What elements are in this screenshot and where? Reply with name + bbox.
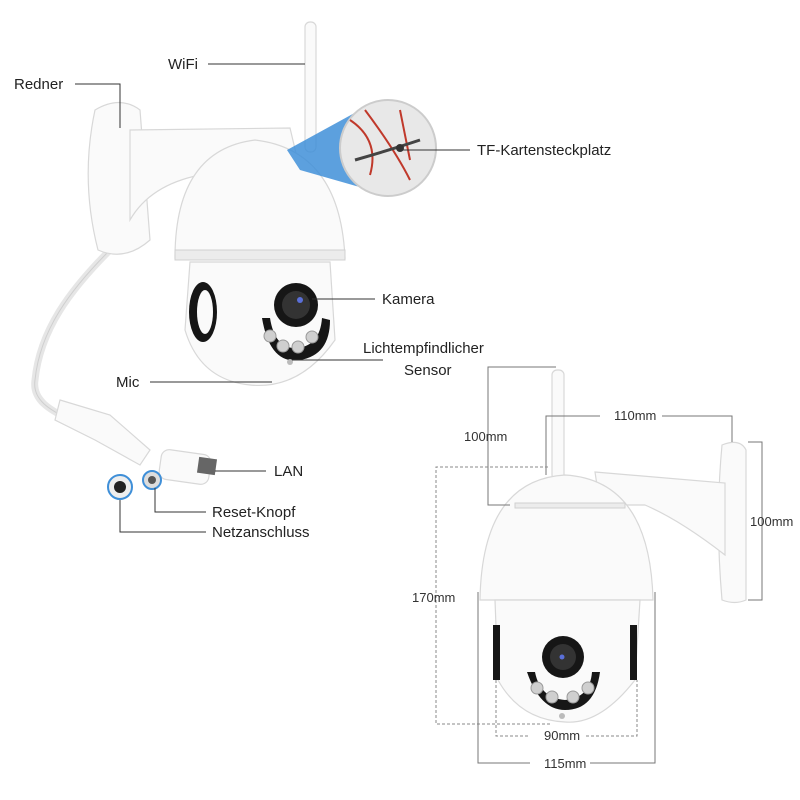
dim-inner-width: 90mm <box>544 728 580 743</box>
dim-antenna-height: 100mm <box>464 429 507 444</box>
power-cable <box>31 247 113 424</box>
label-light-sensor-2: Sensor <box>404 362 452 379</box>
light-sensor-dot <box>287 359 293 365</box>
label-tf-slot: TF-Kartensteckplatz <box>477 142 611 159</box>
label-camera: Kamera <box>382 291 435 308</box>
label-power: Netzanschluss <box>212 524 310 541</box>
left-camera-illustration <box>31 21 437 500</box>
label-speaker: Redner <box>14 76 63 93</box>
dim-bracket-height: 100mm <box>750 514 793 529</box>
dim-dome-width: 115mm <box>544 756 586 771</box>
cable-connector <box>54 399 151 466</box>
dim-bracket-length: 110mm <box>614 408 656 423</box>
label-light-sensor-1: Lichtempfindlicher <box>363 340 484 357</box>
leader-lines <box>75 63 470 533</box>
dim-total-height: 170mm <box>412 590 455 605</box>
label-mic: Mic <box>116 374 140 391</box>
dimension-lines <box>435 366 763 764</box>
bracket-arm <box>594 471 726 557</box>
label-reset: Reset-Knopf <box>212 504 296 521</box>
wifi-antenna <box>304 21 317 153</box>
tf-slot-zoom-callout <box>339 99 437 197</box>
label-wifi: WiFi <box>168 56 198 73</box>
wifi-antenna <box>551 369 565 481</box>
right-camera-illustration <box>479 369 747 723</box>
label-lan: LAN <box>274 463 303 480</box>
